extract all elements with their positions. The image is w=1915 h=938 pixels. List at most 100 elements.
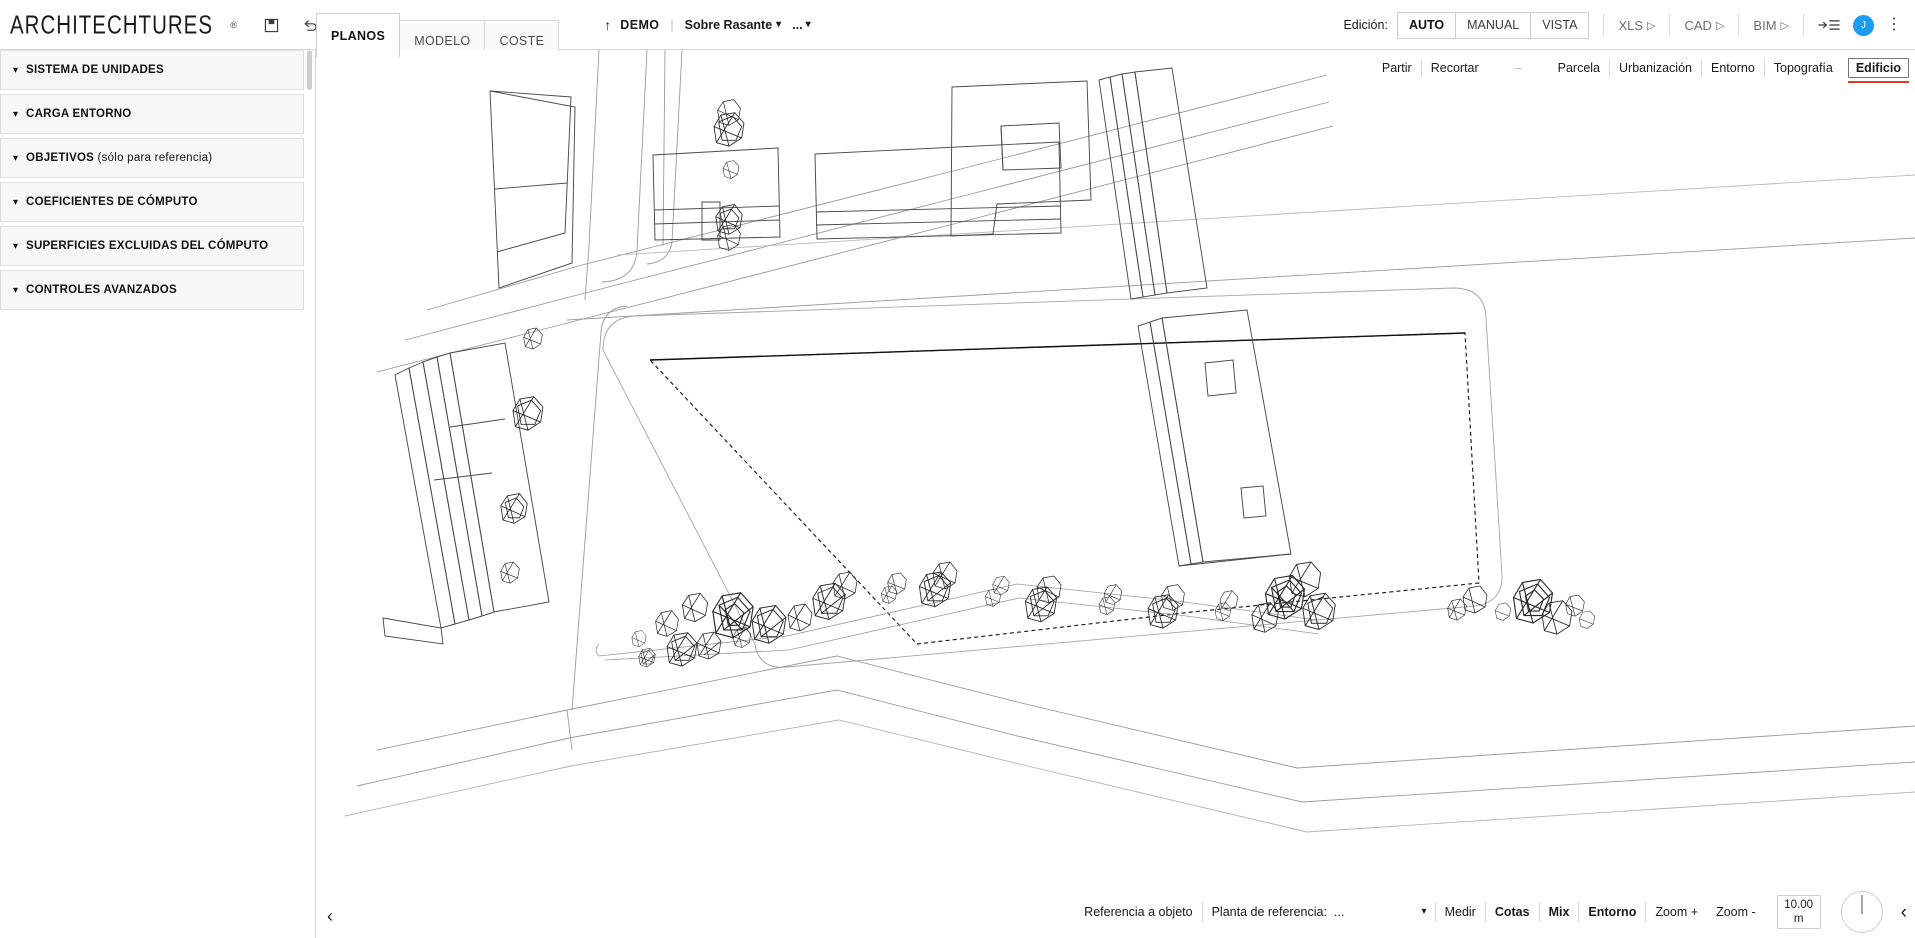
sidebar-item-label-0: SISTEMA DE UNIDADES [26,64,164,76]
layer-parcela[interactable]: Parcela [1557,61,1601,75]
object-reference-button[interactable]: Referencia a objeto [1084,905,1193,919]
collapse-right-panel-button[interactable]: ‹ [1900,901,1907,923]
bottom-divider-c [1484,902,1486,922]
left-sidebar: ▾ SISTEMA DE UNIDADES ▾ CARGA ENTORNO ▾ … [0,50,316,938]
compass-needle [1861,895,1863,914]
brand-zone: ARCHITECHTURES ® [0,0,357,50]
export-cad-label: CAD [1684,17,1712,33]
bottom-divider-b [1434,902,1436,922]
tab-coste-label: COSTE [499,33,545,48]
avatar[interactable]: J [1853,14,1874,36]
export-cad-button[interactable]: CAD ▷ [1684,18,1724,33]
tab-planos-label: PLANOS [331,28,386,43]
edition-mode-group: AUTO MANUAL VISTA [1396,11,1590,39]
zoom-out-button[interactable]: Zoom - [1716,905,1756,919]
project-separator: | [670,18,674,32]
level-more-selector[interactable]: ... ▾ [792,18,810,32]
chevron-down-icon: ▾ [13,152,19,164]
avatar-initial: J [1861,19,1866,31]
reference-plan-select[interactable]: Planta de referencia: ... ▾ [1203,905,1435,919]
project-up-icon[interactable]: ↑ [604,17,612,33]
sidebar-item-label-5: CONTROLES AVANZADOS [26,284,177,296]
toolbar-divider-d [1763,59,1765,77]
tab-modelo-label: MODELO [414,33,471,48]
top-right-actions: Edición: AUTO MANUAL VISTA XLS ▷ CAD ▷ B… [1343,0,1915,50]
tool-entorno[interactable]: Entorno [1588,905,1637,919]
bottom-divider-f [1645,902,1647,922]
tab-planos[interactable]: PLANOS [316,13,401,58]
collapse-left-panel-button[interactable]: ‹ [327,906,333,926]
sidebar-item-sistema-de-unidades[interactable]: ▾ SISTEMA DE UNIDADES [0,50,304,90]
play-triangle-icon-cad: ▷ [1715,19,1725,32]
level-more-label: ... [792,18,803,32]
export-xls-button[interactable]: XLS ▷ [1618,18,1655,33]
level-selector-label: Sobre Rasante [684,18,773,32]
compass-dial[interactable] [1840,891,1883,933]
plan-canvas[interactable]: Partir Recortar – Parcela Urbanización E… [317,50,1915,938]
reference-plan-label: Planta de referencia: ... [1211,905,1345,919]
zoom-in-button[interactable]: Zoom + [1655,905,1699,919]
toolbar-divider-c [1700,59,1702,77]
export-bim-button[interactable]: BIM ▷ [1753,18,1789,33]
export-xls-label: XLS [1618,17,1644,33]
layer-entorno[interactable]: Entorno [1710,61,1755,75]
chevron-down-icon: ▾ [1421,906,1427,917]
toolbar-divider-a [1420,59,1422,77]
tool-cotas[interactable]: Cotas [1494,905,1530,919]
edition-label: Edición: [1343,18,1388,32]
sidebar-item-label-2: OBJETIVOS (sólo para referencia) [26,152,213,164]
plot-boundary [648,332,1480,645]
sidebar-item-superficies-excluidas[interactable]: ▾ SUPERFICIES EXCLUIDAS DEL CÓMPUTO [0,226,304,266]
more-vertical-icon[interactable]: ⋮ [1886,16,1902,33]
project-name: DEMO [620,18,660,32]
divider-1 [1603,14,1605,36]
scale-value: 10.00 [1784,899,1814,911]
scale-indicator: 10.00 m [1776,895,1821,929]
chevron-down-icon: ▾ [776,19,782,30]
chevron-down-icon-2: ▾ [805,19,811,30]
app-logo[interactable]: ARCHITECHTURES ® [10,10,237,40]
chevron-down-icon: ▾ [13,284,19,296]
chevron-down-icon: ▾ [13,108,19,120]
sidebar-item-label-1: CARGA ENTORNO [26,108,132,120]
tool-disabled-dash: – [1514,61,1522,75]
collapse-list-icon[interactable] [1818,18,1840,32]
bottom-divider-d [1538,902,1540,922]
scale-unit: m [1793,913,1804,925]
site-plan-drawing [344,50,1915,833]
export-bim-label: BIM [1753,17,1777,33]
registered-mark: ® [230,20,237,30]
sidebar-item-objetivos[interactable]: ▾ OBJETIVOS (sólo para referencia) [0,138,304,178]
bottom-divider-e [1578,902,1580,922]
layer-topografia[interactable]: Topografía [1773,61,1833,75]
tool-mix[interactable]: Mix [1548,905,1570,919]
edition-auto-button[interactable]: AUTO [1397,12,1457,38]
tool-medir[interactable]: Medir [1444,905,1476,919]
play-triangle-icon-bim: ▷ [1780,19,1789,32]
bottom-divider-a [1201,902,1203,922]
layer-edificio[interactable]: Edificio [1847,58,1910,83]
sidebar-item-controles-avanzados[interactable]: ▾ CONTROLES AVANZADOS [0,270,304,310]
sidebar-item-carga-entorno[interactable]: ▾ CARGA ENTORNO [0,94,304,134]
project-context: ↑ DEMO | Sobre Rasante ▾ ... ▾ [604,0,810,50]
tool-recortar[interactable]: Recortar [1430,61,1479,75]
top-toolbar: ARCHITECHTURES ® [0,0,1915,60]
level-selector[interactable]: Sobre Rasante ▾ [685,18,782,32]
sidebar-item-coeficientes-de-computo[interactable]: ▾ COEFICIENTES DE CÓMPUTO [0,182,304,222]
play-triangle-icon-xls: ▷ [1647,19,1656,32]
edition-manual-button[interactable]: MANUAL [1456,12,1532,38]
main-tabs: PLANOS MODELO COSTE [316,0,560,60]
divider-2 [1669,14,1671,36]
chevron-down-icon: ▾ [13,240,19,252]
save-icon[interactable] [261,14,283,36]
layer-urbanizacion[interactable]: Urbanización [1619,61,1692,75]
tool-partir[interactable]: Partir [1381,61,1412,75]
canvas-toolbar: Partir Recortar – Parcela Urbanización E… [1373,50,1910,86]
toolbar-divider-b [1609,59,1611,77]
sidebar-item-label-4: SUPERFICIES EXCLUIDAS DEL CÓMPUTO [26,240,269,252]
divider-3 [1738,14,1740,36]
sidebar-item-label-3: COEFICIENTES DE CÓMPUTO [26,196,198,208]
sidebar-scrollbar[interactable] [307,50,312,90]
chevron-down-icon: ▾ [13,196,19,208]
edition-vista-button[interactable]: VISTA [1531,12,1589,38]
